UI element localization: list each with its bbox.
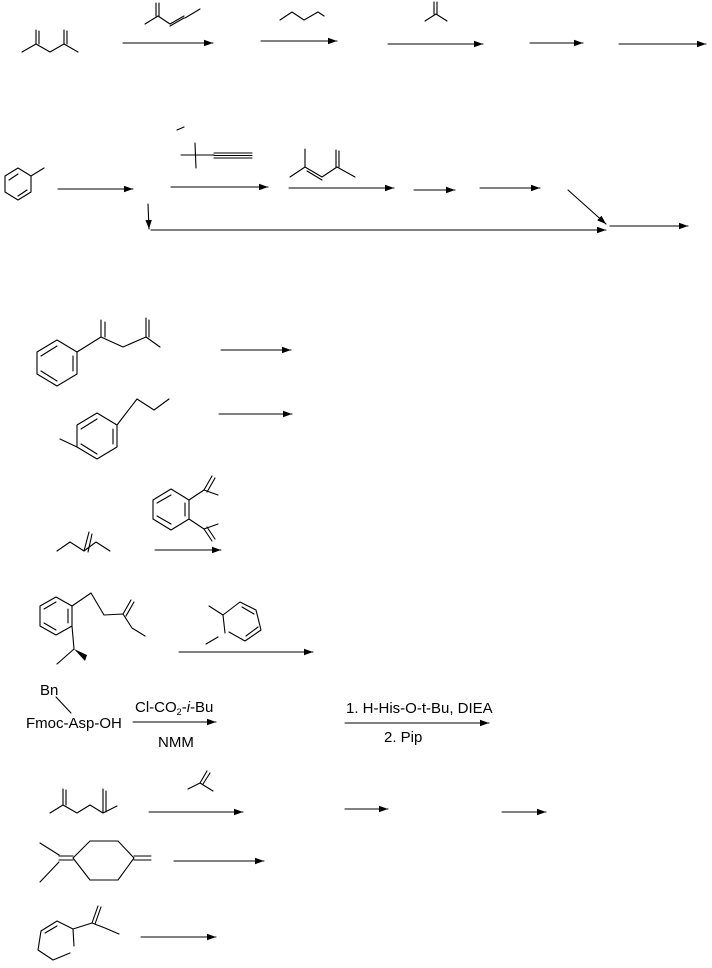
arrow-row2-diagonal [567,189,607,225]
molecule-xylene-reagent [205,601,262,645]
reagent-1-label: Cl-CO2-i-Bu [135,699,214,717]
molecule-diisopropenylbenzene-reagent [152,475,219,542]
reagent-1-sub: 2 [176,707,182,717]
molecule-isobutene-reagent-2 [187,770,214,792]
protecting-group-label: Bn [40,682,59,699]
molecule-toluene [4,167,45,201]
molecule-diene-2 [49,788,118,814]
step-1-label: 1. H-His-O-t-Bu, DIEA [346,700,493,717]
molecule-diene-1 [21,29,79,53]
bn-bond [55,696,72,714]
molecule-aryl-alkene [39,592,146,665]
molecule-phenyl-diene [36,317,161,387]
reagent-1-mid: - [181,699,187,716]
molecule-isobutene-reagent [424,1,448,22]
reagent-1-pre: Cl-CO [135,699,177,716]
reagent-1-post: -Bu [190,699,214,716]
molecule-alkyne-reagent [176,126,253,169]
step-2-label: 2. Pip [384,729,423,746]
arrow-row2-down [145,203,152,230]
molecule-p-propyltoluene [59,398,170,460]
molecule-butane-reagent [279,11,325,21]
molecule-trimethylpentadiene-reagent [289,148,356,181]
base-1-label: NMM [158,734,194,751]
molecule-alpha-methylstyrene [37,905,120,961]
molecule-isoprene-reagent [144,2,201,27]
molecule-terpinolene [39,840,152,883]
start-material-label: Fmoc-Asp-OH [26,715,122,732]
molecule-2-methylbutene [56,531,111,553]
reagent-1-italic: i [186,699,191,716]
